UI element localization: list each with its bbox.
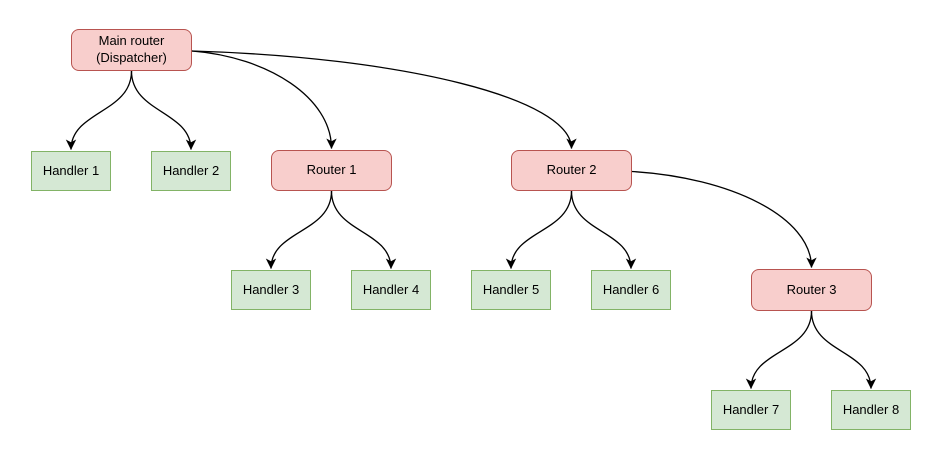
edge-main-to-r2 [191, 50, 577, 149]
edge-r1-to-h4 [330, 190, 397, 269]
edge-r3-to-h7 [745, 310, 813, 389]
edge-r3-to-h8 [810, 310, 877, 389]
edge-main-to-h2 [130, 70, 197, 150]
router-node-main: Main router (Dispatcher) [71, 29, 192, 71]
edge-r2-to-h5 [505, 190, 573, 269]
edge-main-to-h1 [65, 70, 133, 150]
handler-node-h5: Handler 5 [471, 270, 551, 310]
handler-node-h2: Handler 2 [151, 151, 231, 191]
handler-node-h8: Handler 8 [831, 390, 911, 430]
edge-main-to-r1 [191, 50, 337, 149]
handler-node-h4: Handler 4 [351, 270, 431, 310]
handler-node-h1: Handler 1 [31, 151, 111, 191]
handler-node-h6: Handler 6 [591, 270, 671, 310]
router-node-r1: Router 1 [271, 150, 392, 191]
edge-r1-to-h3 [265, 190, 333, 269]
edge-r2-to-r3 [631, 170, 817, 268]
edge-r2-to-h6 [570, 190, 637, 269]
handler-node-h3: Handler 3 [231, 270, 311, 310]
handler-node-h7: Handler 7 [711, 390, 791, 430]
router-node-r2: Router 2 [511, 150, 632, 191]
router-node-r3: Router 3 [751, 269, 872, 311]
